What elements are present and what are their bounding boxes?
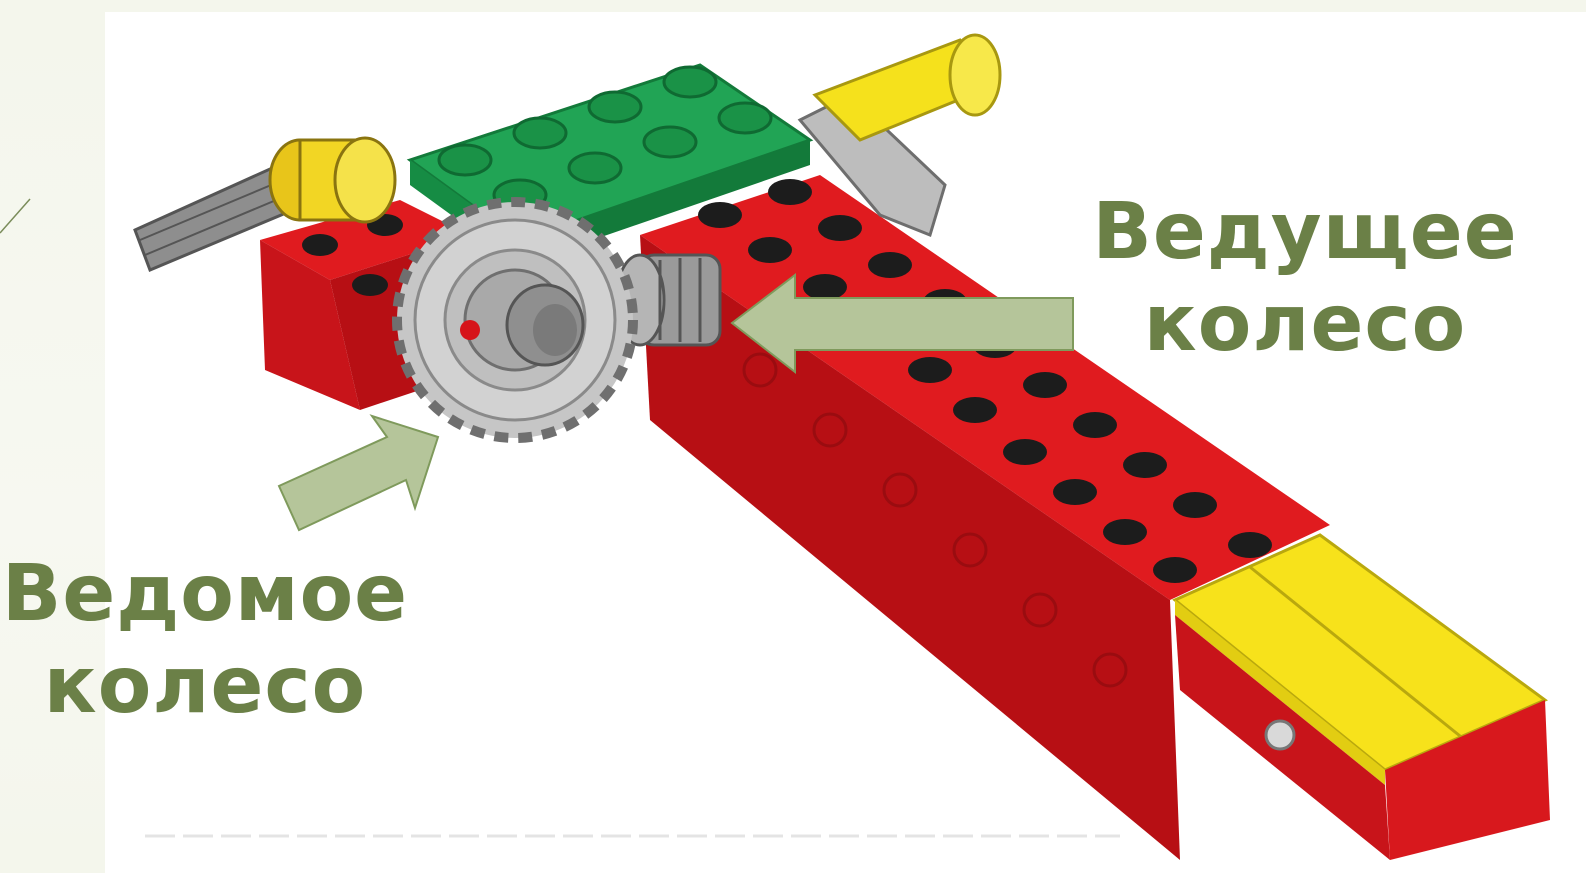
slide-top-band <box>0 0 1586 12</box>
yellow-bushing <box>270 138 395 222</box>
label-driven-wheel: Ведомое колесо <box>0 548 410 732</box>
large-gear-driven <box>397 202 633 438</box>
yellow-motor <box>815 35 1000 140</box>
lego-gear-model <box>105 12 1586 873</box>
label-driving-wheel: Ведущее колесо <box>1090 186 1520 370</box>
decorative-line <box>0 195 34 235</box>
slide-left-band <box>0 0 105 873</box>
